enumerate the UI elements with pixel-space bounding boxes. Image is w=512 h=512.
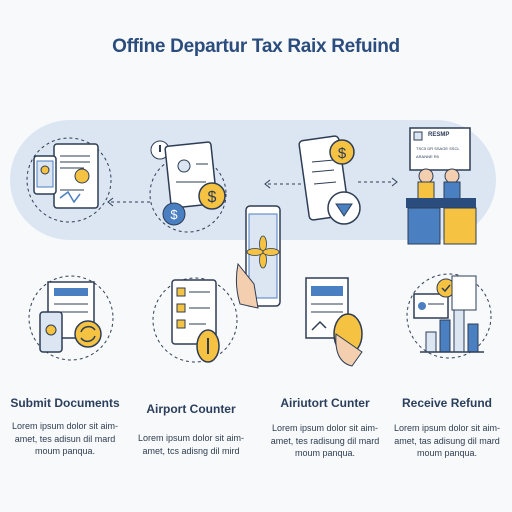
step-label: Receive Refund [401, 396, 493, 410]
phone-flower-icon [235, 205, 281, 309]
desk-sign-title: RESMP [428, 132, 450, 138]
document-phone-icon [26, 137, 112, 223]
form-dollar-icon: $ $ [149, 140, 227, 233]
arrow-left-dashed-icon [107, 197, 153, 207]
arrow-left-dashed-icon [264, 179, 308, 189]
documents-sync-icon [28, 275, 114, 361]
step-label: Airport Counter [146, 402, 236, 416]
counter-desk-icon: RESMP TSC5 DR SSAGE SSCL ARANNE R5 [404, 124, 494, 248]
step-label: Airiutort Cunter [280, 396, 370, 410]
svg-text:$: $ [170, 207, 178, 222]
card-hand-icon [305, 277, 363, 367]
receipt-chart-icon [406, 273, 492, 359]
svg-text:$: $ [208, 189, 217, 206]
desk-sign-line: ARANNE R5 [416, 154, 439, 159]
step-description: Lorem ipsum dolor sit aim- amet, tes adi… [11, 421, 119, 456]
page-title: Offine Departur Tax Raix Refuind [112, 36, 400, 57]
desk-sign-line: TSC5 DR SSAGE SSCL [416, 146, 460, 151]
checklist-coin-icon [152, 277, 238, 363]
step-description: Lorem ipsum dolor sit aim- amet, tcs adi… [137, 433, 245, 456]
step-description: Lorem ipsum dolor sit aim- amet, tes rad… [270, 423, 380, 458]
arrow-right-dashed-icon [358, 177, 398, 187]
step-description: Lorem ipsum dolor sit aim- amet, tas adi… [393, 423, 501, 458]
step-label: Submit Documents [10, 396, 120, 410]
tablet-checklist-icon: $ [298, 135, 361, 225]
svg-text:$: $ [338, 145, 347, 162]
